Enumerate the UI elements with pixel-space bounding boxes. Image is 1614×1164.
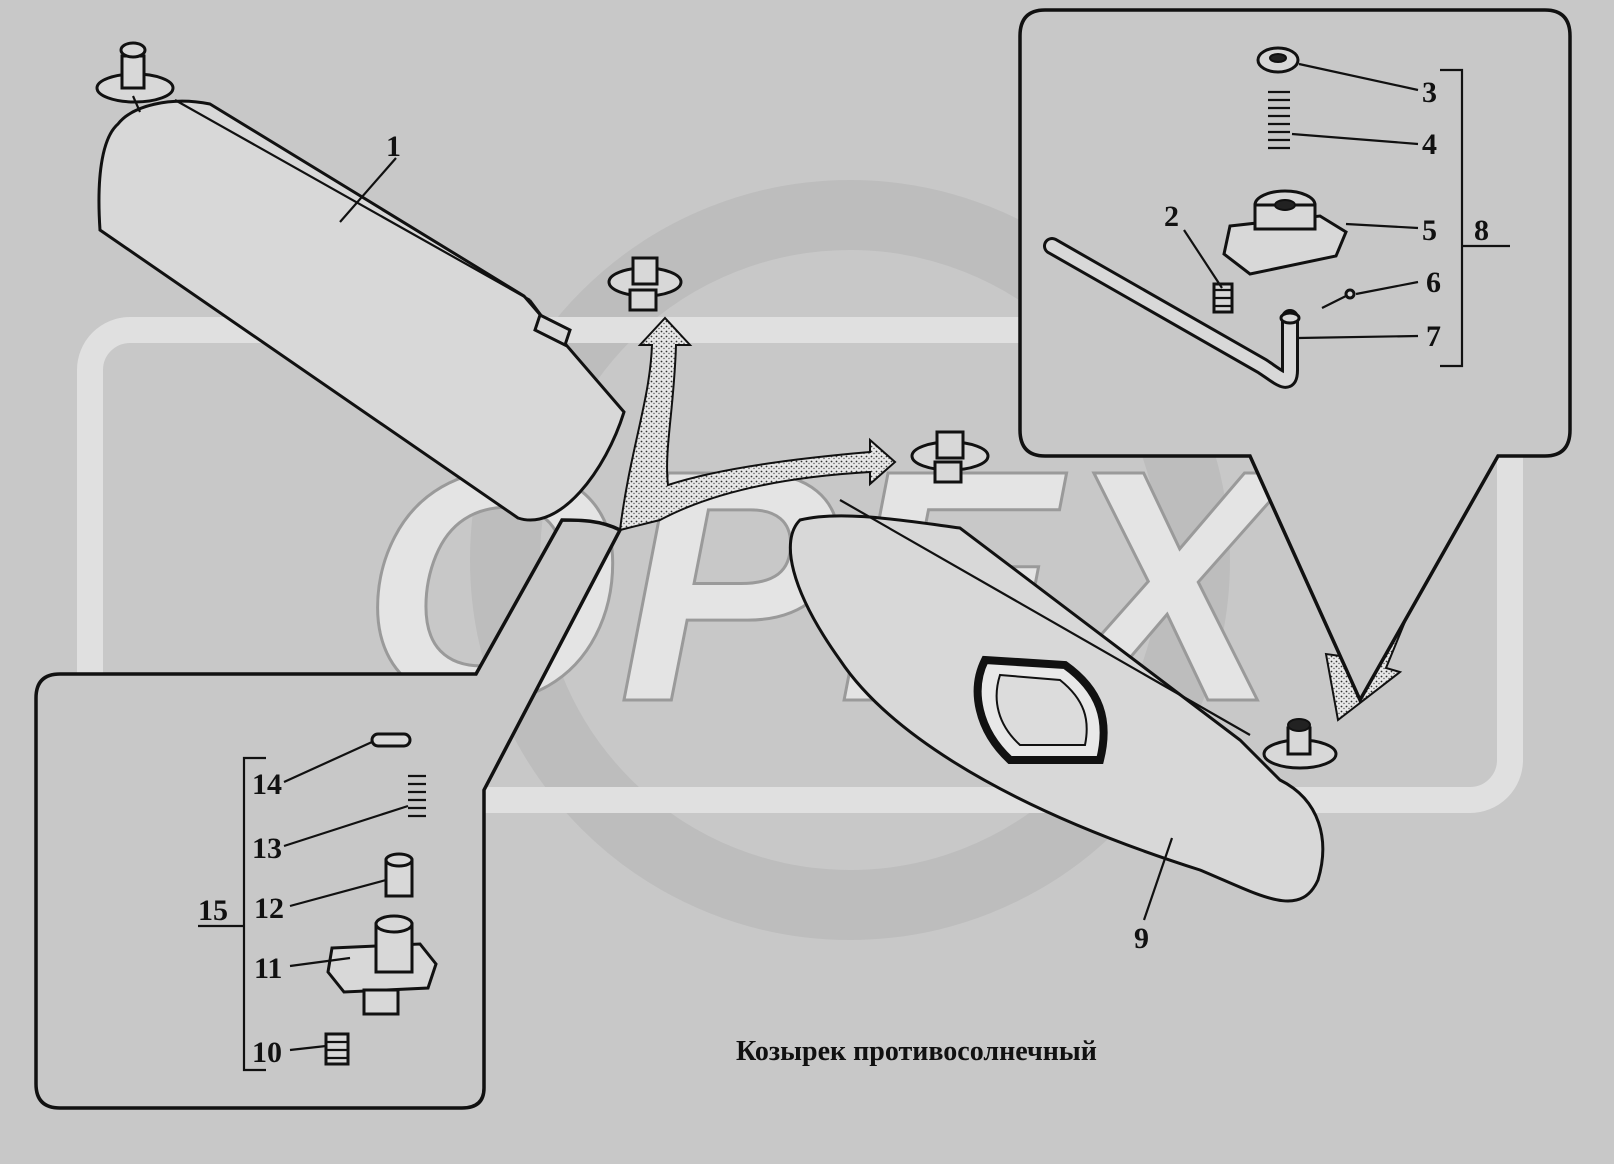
label-14: 14	[252, 768, 282, 801]
visor-clip-upper	[607, 256, 683, 312]
label-3: 3	[1422, 76, 1437, 109]
label-1: 1	[386, 130, 401, 163]
sun-visor-left	[95, 41, 626, 522]
visor-clip-lower	[910, 430, 990, 484]
callout-labels: 1 2 3 4 5 6 7 8 9 10 11 12 13 14 15	[198, 76, 1489, 1069]
label-11: 11	[254, 952, 282, 985]
label-2: 2	[1164, 200, 1179, 233]
label-4: 4	[1422, 128, 1437, 161]
label-10: 10	[252, 1036, 282, 1069]
leader-9	[1142, 837, 1174, 921]
label-12: 12	[254, 892, 284, 925]
label-7: 7	[1426, 320, 1441, 353]
label-9: 9	[1134, 922, 1149, 955]
label-6: 6	[1426, 266, 1441, 299]
detail-panel-bottom-left	[34, 518, 623, 1110]
label-13: 13	[252, 832, 282, 865]
leader-1	[339, 157, 397, 223]
label-5: 5	[1422, 214, 1437, 247]
diagram-caption: Козырек противосолнечный	[736, 1036, 1097, 1067]
detail-panel-top-right	[1018, 8, 1572, 704]
label-8: 8	[1474, 214, 1489, 247]
sun-visor-right	[788, 499, 1338, 903]
label-15: 15	[198, 894, 228, 927]
